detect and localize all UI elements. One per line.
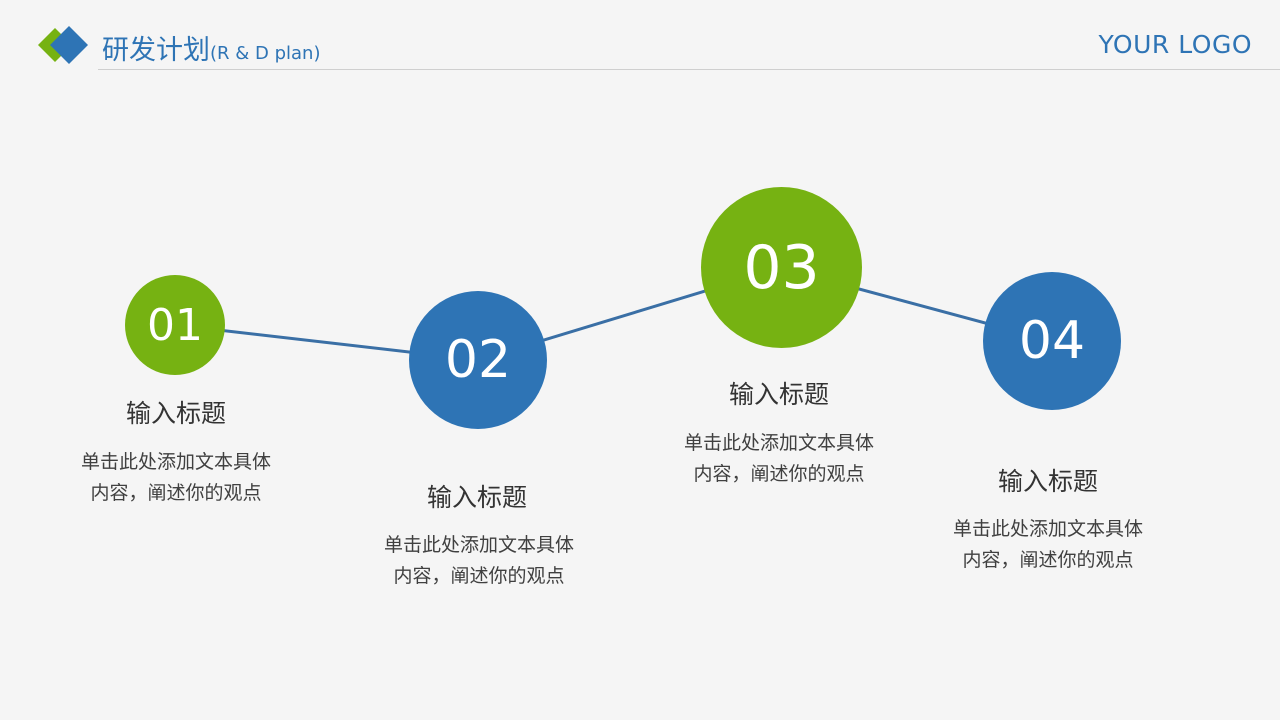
step-description-1: 单击此处添加文本具体 内容，阐述你的观点 (46, 447, 306, 509)
header-divider (98, 69, 1280, 70)
step-heading-4: 输入标题 (997, 467, 1098, 496)
slide-header: 研发计划(R & D plan) YOUR LOGO (0, 0, 1280, 72)
step-circle-4: 04 (983, 272, 1121, 410)
step-desc-line-3b: 内容，阐述你的观点 (693, 463, 865, 485)
step-circle-3: 03 (701, 187, 862, 348)
step-number-1: 01 (147, 299, 203, 351)
step-desc-line-2b: 内容，阐述你的观点 (393, 565, 565, 587)
title-subtitle: (R & D plan) (210, 43, 321, 64)
title-main: 研发计划 (102, 35, 210, 66)
step-heading-2: 输入标题 (426, 483, 527, 512)
step-desc-line-4a: 单击此处添加文本具体 (952, 518, 1143, 540)
diamond-logo-icon (38, 26, 88, 64)
step-number-2: 02 (444, 330, 512, 390)
step-heading-3: 输入标题 (728, 380, 829, 409)
step-desc-line-3a: 单击此处添加文本具体 (683, 432, 874, 454)
step-circle-2: 02 (409, 291, 547, 429)
step-desc-line-4b: 内容，阐述你的观点 (962, 549, 1134, 571)
brand-logo-text: YOUR LOGO (1098, 30, 1252, 59)
step-description-3: 单击此处添加文本具体 内容，阐述你的观点 (649, 428, 909, 490)
step-heading-1: 输入标题 (125, 399, 226, 428)
step-desc-line-2a: 单击此处添加文本具体 (383, 534, 574, 556)
page-title: 研发计划(R & D plan) (102, 28, 320, 67)
step-desc-line-1b: 内容，阐述你的观点 (90, 482, 262, 504)
step-description-4: 单击此处添加文本具体 内容，阐述你的观点 (918, 514, 1178, 576)
step-circle-1: 01 (125, 275, 225, 375)
step-desc-line-1a: 单击此处添加文本具体 (80, 451, 271, 473)
step-number-3: 03 (743, 232, 820, 303)
step-description-2: 单击此处添加文本具体 内容，阐述你的观点 (349, 530, 609, 592)
step-number-4: 04 (1018, 311, 1086, 371)
